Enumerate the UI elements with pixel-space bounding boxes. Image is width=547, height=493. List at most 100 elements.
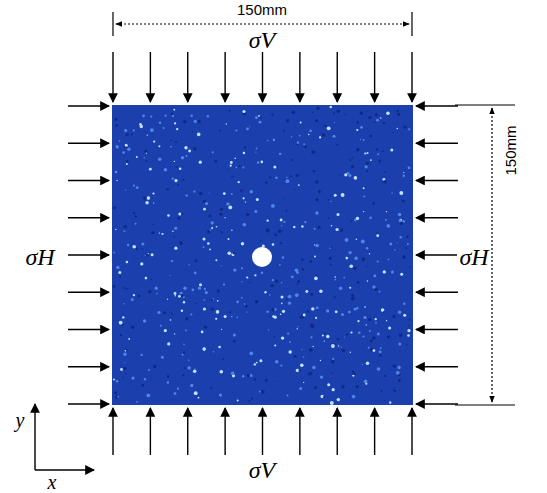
horizontal-load-arrow <box>68 180 109 181</box>
particle <box>215 259 217 261</box>
horizontal-load-arrow <box>68 105 109 106</box>
particle <box>265 181 267 183</box>
particle <box>377 367 381 371</box>
particle <box>389 243 392 246</box>
particle <box>296 144 297 145</box>
particle <box>120 368 123 371</box>
particle <box>220 208 223 211</box>
particle <box>123 353 126 356</box>
particle <box>142 115 145 118</box>
particle <box>122 151 125 154</box>
particle <box>367 152 369 154</box>
particle <box>351 294 354 297</box>
particle <box>151 279 153 281</box>
particle <box>315 244 319 248</box>
particle <box>183 120 187 124</box>
particle <box>366 362 369 365</box>
particle <box>257 161 259 163</box>
particle <box>363 187 365 189</box>
particle <box>311 307 314 310</box>
particle <box>300 122 302 124</box>
particle <box>275 280 278 283</box>
particle <box>383 180 386 183</box>
particle <box>242 166 244 168</box>
particle <box>279 153 281 155</box>
particle <box>278 229 282 233</box>
particle <box>179 241 183 245</box>
particle <box>400 273 403 276</box>
particle <box>407 329 410 332</box>
particle <box>308 372 312 376</box>
particle <box>175 141 177 143</box>
particle <box>266 311 268 313</box>
particle <box>124 362 125 363</box>
particle <box>249 282 251 284</box>
particle <box>171 312 173 314</box>
particle <box>260 240 261 241</box>
particle <box>261 272 263 274</box>
particle <box>156 293 158 295</box>
particle <box>351 297 355 301</box>
particle <box>177 217 180 220</box>
particle <box>361 240 365 244</box>
particle <box>383 311 385 313</box>
particle <box>307 311 309 313</box>
particle <box>240 189 242 191</box>
particle <box>136 248 138 250</box>
particle <box>280 242 282 244</box>
particle <box>366 324 367 325</box>
particle <box>149 392 150 393</box>
particle <box>239 165 241 167</box>
particle <box>370 159 372 161</box>
particle <box>249 126 250 127</box>
particle <box>301 349 302 350</box>
particle <box>349 264 353 268</box>
particle <box>281 153 282 154</box>
particle <box>207 242 210 245</box>
particle <box>354 219 357 222</box>
particle <box>270 284 273 287</box>
particle <box>296 271 299 274</box>
particle <box>192 131 193 132</box>
particle <box>406 236 408 238</box>
particle <box>267 219 269 221</box>
particle <box>365 165 368 168</box>
particle <box>165 115 167 117</box>
particle <box>324 333 326 335</box>
particle <box>125 349 127 351</box>
particle <box>364 380 368 384</box>
particle <box>320 375 323 378</box>
particle <box>372 202 375 205</box>
particle <box>181 156 184 159</box>
horizontal-load-arrow <box>416 180 458 181</box>
particle <box>236 301 239 304</box>
particle <box>167 375 169 377</box>
particle <box>116 145 119 148</box>
particle <box>388 259 390 261</box>
particle <box>183 343 185 345</box>
particle <box>221 232 223 234</box>
particle <box>353 266 357 270</box>
particle <box>383 270 386 273</box>
particle <box>146 254 148 256</box>
particle <box>188 366 191 369</box>
particle <box>333 112 335 114</box>
particle <box>369 330 371 332</box>
particle <box>116 380 119 383</box>
particle <box>167 381 169 383</box>
particle <box>188 264 189 265</box>
particle <box>126 133 129 136</box>
particle <box>203 246 205 248</box>
particle <box>124 303 125 304</box>
particle <box>387 224 391 228</box>
particle <box>163 127 165 129</box>
particle <box>151 231 154 234</box>
particle <box>299 387 302 390</box>
particle <box>319 136 321 138</box>
stress-label: σV <box>247 28 278 52</box>
particle <box>377 153 379 155</box>
particle <box>198 397 200 399</box>
particle <box>342 349 346 353</box>
particle <box>268 329 269 330</box>
particle <box>337 398 340 401</box>
